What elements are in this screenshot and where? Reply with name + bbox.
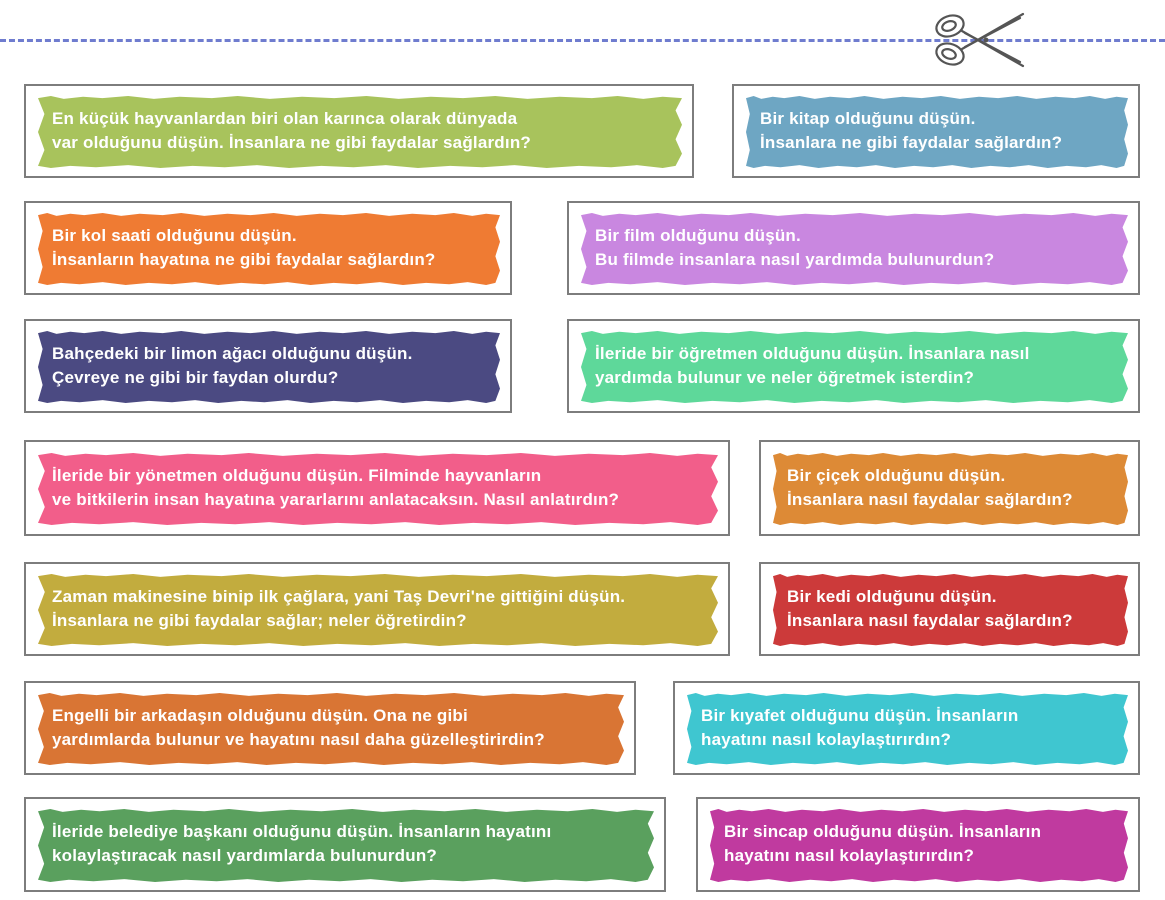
card-watch: Bir kol saati olduğunu düşün. İnsanların…: [24, 201, 512, 295]
card-disabled-friend: Engelli bir arkadaşın olduğunu düşün. On…: [24, 681, 636, 775]
prompt-text: Engelli bir arkadaşın olduğunu düşün. On…: [52, 706, 545, 749]
prompt-text: Bir kıyafet olduğunu düşün. İnsanların h…: [701, 706, 1019, 749]
prompt-strip: Bir sincap olduğunu düşün. İnsanların ha…: [710, 809, 1128, 882]
card-time-machine: Zaman makinesine binip ilk çağlara, yani…: [24, 562, 730, 656]
card-lemon-tree: Bahçedeki bir limon ağacı olduğunu düşün…: [24, 319, 512, 413]
card-book: Bir kitap olduğunu düşün. İnsanlara ne g…: [732, 84, 1140, 178]
card-director: İleride bir yönetmen olduğunu düşün. Fil…: [24, 440, 730, 536]
cut-line: [0, 39, 1165, 42]
prompt-text: İleride belediye başkanı olduğunu düşün.…: [52, 822, 552, 865]
prompt-text: İleride bir yönetmen olduğunu düşün. Fil…: [52, 466, 620, 509]
prompt-strip: Bahçedeki bir limon ağacı olduğunu düşün…: [38, 331, 500, 403]
prompt-text: Bir kedi olduğunu düşün. İnsanlara nasıl…: [787, 587, 1073, 630]
prompt-text: Bir kol saati olduğunu düşün. İnsanların…: [52, 226, 436, 269]
card-squirrel: Bir sincap olduğunu düşün. İnsanların ha…: [696, 797, 1140, 892]
prompt-text: Bahçedeki bir limon ağacı olduğunu düşün…: [52, 344, 413, 387]
card-clothing: Bir kıyafet olduğunu düşün. İnsanların h…: [673, 681, 1140, 775]
prompt-strip: Engelli bir arkadaşın olduğunu düşün. On…: [38, 693, 624, 765]
prompt-text: Bir kitap olduğunu düşün. İnsanlara ne g…: [760, 109, 1063, 152]
prompt-strip: Bir kıyafet olduğunu düşün. İnsanların h…: [687, 693, 1128, 765]
prompt-strip: Bir film olduğunu düşün. Bu filmde insan…: [581, 213, 1128, 285]
prompt-text: En küçük hayvanlardan biri olan karınca …: [52, 109, 531, 152]
prompt-strip: İleride belediye başkanı olduğunu düşün.…: [38, 809, 654, 882]
card-mayor: İleride belediye başkanı olduğunu düşün.…: [24, 797, 666, 892]
card-teacher: İleride bir öğretmen olduğunu düşün. İns…: [567, 319, 1140, 413]
prompt-strip: Bir kedi olduğunu düşün. İnsanlara nasıl…: [773, 574, 1128, 646]
card-ant: En küçük hayvanlardan biri olan karınca …: [24, 84, 694, 178]
prompt-strip: En küçük hayvanlardan biri olan karınca …: [38, 96, 682, 168]
prompt-strip: İleride bir öğretmen olduğunu düşün. İns…: [581, 331, 1128, 403]
prompt-strip: Zaman makinesine binip ilk çağlara, yani…: [38, 574, 718, 646]
prompt-text: Bir sincap olduğunu düşün. İnsanların ha…: [724, 822, 1042, 865]
card-cat: Bir kedi olduğunu düşün. İnsanlara nasıl…: [759, 562, 1140, 656]
card-flower: Bir çiçek olduğunu düşün. İnsanlara nası…: [759, 440, 1140, 536]
prompt-text: İleride bir öğretmen olduğunu düşün. İns…: [595, 344, 1030, 387]
prompt-strip: Bir çiçek olduğunu düşün. İnsanlara nası…: [773, 453, 1128, 525]
scissors-icon: [935, 12, 1025, 68]
prompt-strip: Bir kitap olduğunu düşün. İnsanlara ne g…: [746, 96, 1128, 168]
prompt-text: Bir film olduğunu düşün. Bu filmde insan…: [595, 226, 995, 269]
prompt-text: Zaman makinesine binip ilk çağlara, yani…: [52, 587, 626, 630]
card-film: Bir film olduğunu düşün. Bu filmde insan…: [567, 201, 1140, 295]
prompt-text: Bir çiçek olduğunu düşün. İnsanlara nası…: [787, 466, 1073, 509]
prompt-strip: Bir kol saati olduğunu düşün. İnsanların…: [38, 213, 500, 285]
prompt-strip: İleride bir yönetmen olduğunu düşün. Fil…: [38, 453, 718, 525]
